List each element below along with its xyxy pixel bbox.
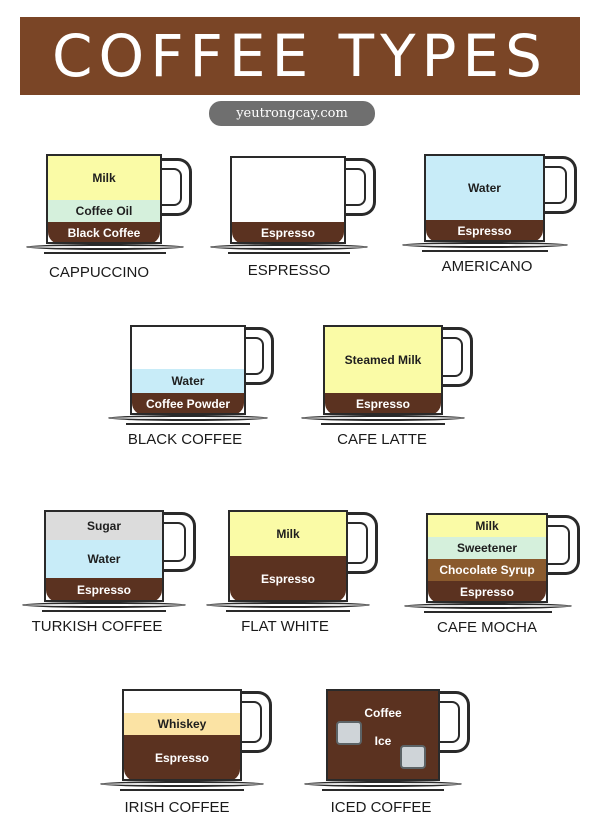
layer-espresso: Espresso [426, 220, 543, 240]
cup-turkish-coffee: Sugar Water Espresso TURKISH COFFEE [22, 510, 200, 640]
cup-body: Water Coffee Powder [130, 325, 246, 415]
cup-label: ICED COFFEE [330, 799, 432, 816]
cup-body: Whiskey Espresso [122, 689, 242, 781]
layer-sugar: Sugar [46, 512, 162, 540]
layer-espresso: Espresso [325, 393, 441, 413]
layer-black-coffee: Black Coffee [48, 222, 160, 242]
cup-label: CAFE LATTE [337, 431, 427, 448]
cup-body: Milk Sweetener Chocolate Syrup Espresso [426, 513, 548, 603]
saucer [402, 242, 568, 248]
saucer [404, 603, 572, 609]
layer-milk: Milk [428, 515, 546, 537]
cup-handle-inner [441, 337, 463, 377]
saucer-base [228, 252, 350, 254]
cup-handle-inner [548, 525, 570, 565]
saucer-base [422, 250, 548, 252]
cup-cappuccino: Milk Coffee Oil Black Coffee CAPPUCCINO [26, 154, 196, 284]
saucer-base [321, 423, 445, 425]
cup-body: Milk Espresso [228, 510, 348, 602]
cup-body: Milk Coffee Oil Black Coffee [46, 154, 162, 244]
saucer-base [226, 610, 350, 612]
saucer [210, 244, 368, 250]
layer-ice: Ice [374, 734, 392, 748]
saucer-base [42, 610, 166, 612]
cup-handle-inner [240, 701, 262, 743]
layer-coffee: Coffee [364, 706, 402, 720]
layer-espresso: Espresso [124, 735, 240, 779]
saucer [22, 602, 186, 608]
cup-handle-inner [438, 701, 460, 743]
cup-body: Steamed Milk Espresso [323, 325, 443, 415]
cup-irish-coffee: Whiskey Espresso IRISH COFFEE [100, 689, 276, 821]
saucer-base [424, 611, 552, 613]
cup-handle-inner [162, 168, 182, 206]
page-title: COFFEE TYPES [52, 22, 548, 90]
layer-water: Water [46, 540, 162, 578]
saucer-base [126, 423, 250, 425]
cup-handle-inner [545, 166, 567, 204]
saucer [26, 244, 184, 250]
cup-label: BLACK COFFEE [127, 431, 243, 448]
ice-cube-icon [336, 721, 362, 745]
saucer-base [44, 252, 166, 254]
layer-sweetener: Sweetener [428, 537, 546, 559]
cup-cafe-mocha: Milk Sweetener Chocolate Syrup Espresso … [404, 513, 582, 641]
layer-milk: Milk [230, 512, 346, 556]
layer-coffee-powder: Coffee Powder [132, 393, 244, 413]
cup-handle-inner [346, 522, 368, 564]
cup-flat-white: Milk Espresso FLAT WHITE [206, 510, 382, 640]
cup-label: FLAT WHITE [241, 618, 329, 635]
layer-whiskey: Whiskey [124, 713, 240, 735]
cup-body: Coffee Ice [326, 689, 440, 781]
layer-coffee-oil: Coffee Oil [48, 200, 160, 222]
cup-label: TURKISH COFFEE [31, 618, 163, 635]
cup-handle-inner [164, 522, 186, 562]
saucer-base [322, 789, 444, 791]
saucer [301, 415, 465, 421]
cup-black-coffee: Water Coffee Powder BLACK COFFEE [108, 325, 278, 453]
cup-cafe-latte: Steamed Milk Espresso CAFE LATTE [301, 325, 477, 453]
cup-label: CAPPUCCINO [48, 264, 149, 281]
cup-label: AMERICANO [441, 258, 533, 275]
cup-label: IRISH COFFEE [124, 799, 230, 816]
layer-water: Water [426, 156, 543, 220]
layer-chocolate-syrup: Chocolate Syrup [428, 559, 546, 581]
cup-handle-inner [346, 168, 366, 206]
cup-body: Water Espresso [424, 154, 545, 242]
layer-steamed-milk: Steamed Milk [325, 327, 441, 393]
saucer-base [120, 789, 244, 791]
layer-water: Water [132, 369, 244, 393]
title-banner: COFFEE TYPES [20, 17, 580, 95]
cup-espresso: Espresso ESPRESSO [210, 156, 380, 284]
cup-iced-coffee: Coffee Ice ICED COFFEE [304, 689, 480, 821]
saucer [206, 602, 370, 608]
source-badge: yeutrongcay.com [209, 101, 375, 126]
layer-espresso: Espresso [46, 578, 162, 600]
saucer [108, 415, 268, 421]
saucer [100, 781, 264, 787]
layer-espresso: Espresso [232, 222, 344, 242]
cup-handle-inner [244, 337, 264, 375]
cup-body: Sugar Water Espresso [44, 510, 164, 602]
cup-body: Espresso [230, 156, 346, 244]
layer-espresso: Espresso [230, 556, 346, 600]
layer-espresso: Espresso [428, 581, 546, 601]
cup-label: ESPRESSO [247, 262, 331, 279]
layer-milk: Milk [48, 156, 160, 200]
saucer [304, 781, 462, 787]
cup-label: CAFE MOCHA [436, 619, 537, 636]
ice-cube-icon [400, 745, 426, 769]
cup-americano: Water Espresso AMERICANO [402, 154, 578, 282]
